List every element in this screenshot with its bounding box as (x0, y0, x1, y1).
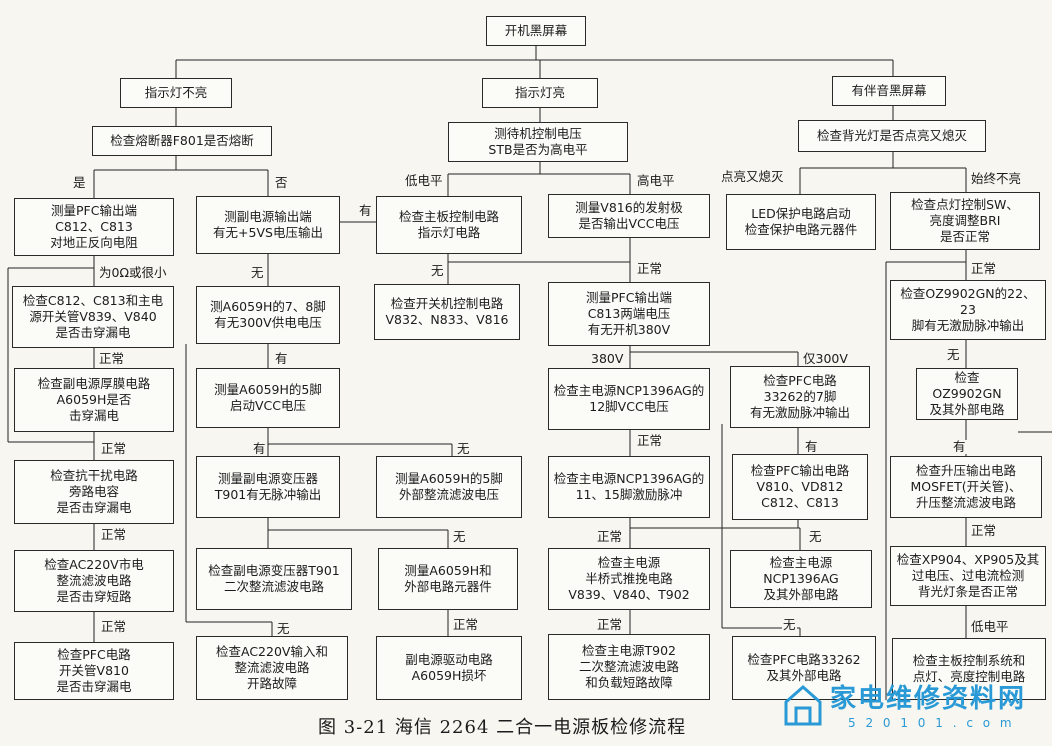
node-led-protect: LED保护电路启动 检查保护电路元器件 (726, 194, 876, 250)
node-sub-output: 测副电源输出端 有无+5VS电压输出 (196, 196, 340, 254)
node-xp904: 检查XP904、XP905及其 过电压、过电流检测 背光灯条是否正常 (890, 546, 1046, 606)
node-main-system: 检查主板控制系统和 点灯、亮度控制电路 (892, 638, 1046, 700)
node-stb-voltage: 测待机控制电压 STB是否为高电平 (448, 122, 628, 162)
label-normal-1: 正常 (636, 261, 664, 276)
label-high-level: 高电平 (636, 173, 676, 188)
node-indicator-on: 指示灯亮 (482, 78, 598, 108)
watermark-logo: 家电维修资料网 5 2 0 1 0 1 . c o m (778, 676, 1040, 740)
node-ncp-pin1115: 检查主电源NCP1396AG的 11、15脚激励脉冲 (548, 456, 710, 518)
label-yes: 是 (72, 175, 87, 190)
label-normal-7: 正常 (596, 529, 624, 544)
label-none-4: 无 (456, 441, 471, 456)
node-v816: 测量V816的发射极 是否输出VCC电压 (548, 194, 710, 238)
node-half-bridge: 检查主电源 半桥式推挽电路 V839、V840、T902 (548, 548, 710, 610)
label-none-8: 无 (782, 617, 797, 632)
label-no: 否 (274, 175, 289, 190)
node-t902-rectifier: 检查主电源T902 二次整流滤波电路 和负载短路故障 (548, 634, 710, 700)
node-ac-bridge: 检查AC220V市电 整流滤波电路 是否击穿短路 (14, 550, 174, 612)
node-fuse-check: 检查熔断器F801是否熔断 (92, 126, 272, 156)
node-t901-rectifier: 检查副电源变压器T901 二次整流滤波电路 (196, 548, 352, 610)
node-c812-check: 检查C812、C813和主电 源开关管V839、V840 是否击穿漏电 (12, 286, 174, 348)
label-none-5: 无 (452, 529, 467, 544)
node-sub-drive: 副电源驱动电路 A6059H损坏 (376, 636, 522, 700)
node-ncp-pin12: 检查主电源NCP1396AG的 12脚VCC电压 (548, 368, 710, 430)
node-oz-external: 检查OZ9902GN 及其外部电路 (916, 368, 1018, 420)
node-pfc-v810-switch: 检查PFC电路 开关管V810 是否击穿漏电 (14, 642, 174, 700)
figure-caption: 图 3-21 海信 2264 二合一电源板检修流程 (318, 717, 687, 738)
label-none-6: 无 (808, 529, 823, 544)
label-380v: 380V (590, 351, 625, 366)
label-normal-10: 正常 (452, 617, 480, 632)
label-normal-2: 正常 (970, 261, 998, 276)
label-only-300v: 仅300V (802, 351, 849, 366)
node-boost: 检查升压输出电路 MOSFET(开关管)、 升压整流滤波电路 (890, 456, 1042, 518)
node-switch-ctrl: 检查开关机控制电路 V832、N833、V816 (374, 284, 520, 340)
label-low-level: 低电平 (404, 173, 444, 188)
node-thick-film: 检查副电源厚膜电路 A6059H是否 击穿漏电 (14, 368, 174, 432)
node-a6059-external: 测量A6059H和 外部电路元器件 (378, 548, 518, 610)
label-none-1: 无 (250, 265, 265, 280)
label-zero-ohm: 为0Ω或很小 (98, 265, 168, 280)
node-oz-2223: 检查OZ9902GN的22、23 脚有无激励脉冲输出 (890, 280, 1046, 340)
label-has-3: 有 (252, 441, 267, 456)
label-has-4: 有 (804, 439, 819, 454)
label-normal-8: 正常 (970, 523, 998, 538)
label-normal-5: 正常 (636, 433, 664, 448)
node-ncp-external: 检查主电源NCP1396AG 及其外部电路 (730, 550, 872, 608)
label-has-5: 有 (952, 439, 967, 454)
node-a6059-pin5-ext: 测量A6059H的5脚 外部整流滤波电压 (376, 456, 522, 518)
label-normal-3: 正常 (98, 351, 126, 366)
label-normal-6: 正常 (100, 527, 128, 542)
watermark-text: 家电维修资料网 (830, 684, 1027, 714)
label-normal-4: 正常 (100, 441, 128, 456)
label-none-3: 无 (946, 347, 961, 362)
node-anti-interference: 检查抗干扰电路 旁路电容 是否击穿漏电 (14, 460, 174, 524)
label-has-1: 有 (358, 203, 373, 218)
node-sound-black: 有伴音黑屏幕 (832, 76, 946, 106)
label-normal-9: 正常 (100, 619, 128, 634)
node-pfc-380: 测量PFC输出端 C813两端电压 有无开机380V (548, 282, 710, 346)
label-normal-11: 正常 (596, 617, 624, 632)
watermark-url: 5 2 0 1 0 1 . c o m (848, 716, 1015, 730)
node-a6059-78: 测A6059H的7、8脚 有无300V供电电压 (196, 286, 340, 344)
node-a6059-pin5: 测量A6059H的5脚 启动VCC电压 (196, 368, 340, 428)
node-pfc33262-pin7: 检查PFC电路 33262的7脚 有无激励脉冲输出 (730, 366, 870, 428)
label-none-7: 无 (276, 621, 291, 636)
node-t901-pulse: 测量副电源变压器 T901有无脉冲输出 (196, 456, 340, 518)
label-light-then-off: 点亮又熄灭 (720, 169, 785, 184)
node-pfc-v810: 检查PFC输出电路 V810、VD812 C812、C813 (732, 454, 868, 520)
node-backlight-check: 检查背光灯是否点亮又熄灭 (798, 120, 986, 152)
node-ac-input: 检查AC220V输入和 整流滤波电路 开路故障 (196, 636, 348, 700)
house-icon (784, 684, 822, 726)
label-never-on: 始终不亮 (970, 171, 1023, 186)
node-main-indicator: 检查主板控制电路 指示灯电路 (376, 196, 522, 254)
node-indicator-off: 指示灯不亮 (120, 78, 232, 108)
node-sw-bri: 检查点灯控制SW、 亮度调整BRI 是否正常 (890, 192, 1040, 250)
label-low-level-2: 低电平 (970, 619, 1010, 634)
label-has-2: 有 (274, 351, 289, 366)
node-pfc-output: 测量PFC输出端 C812、C813 对地正反向电阻 (14, 198, 174, 256)
node-start: 开机黑屏幕 (486, 16, 586, 46)
label-none-2: 无 (430, 263, 445, 278)
